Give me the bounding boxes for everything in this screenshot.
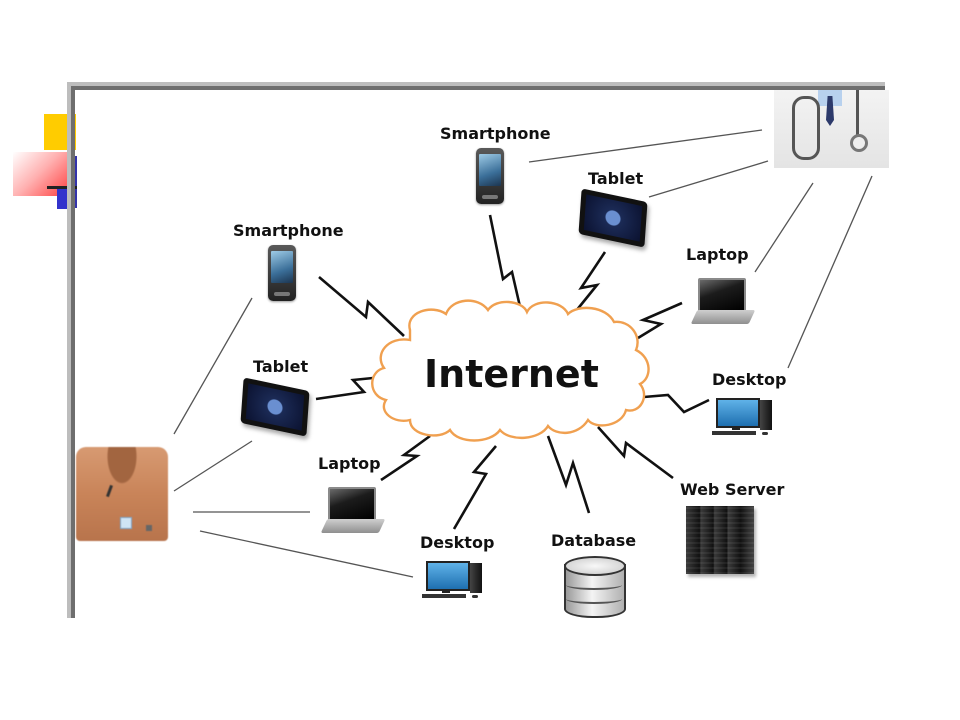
ecg-sensor-device	[120, 517, 132, 529]
wireless-laptop-right	[637, 301, 683, 340]
laptop-icon	[690, 278, 756, 330]
laptop-icon	[320, 487, 386, 539]
patient-icon	[76, 447, 168, 541]
smartphone-icon	[268, 245, 296, 301]
ecg-lead	[106, 484, 113, 498]
slide-deco-line	[47, 186, 77, 189]
wireless-tablet-left	[315, 376, 374, 401]
link-patient-smartphone	[173, 297, 253, 435]
stethoscope-icon	[792, 96, 820, 160]
wireless-webserver	[597, 426, 674, 480]
node-label-desktop-right: Desktop	[712, 370, 787, 389]
wireless-laptop-left	[380, 434, 431, 482]
link-patient-desktop	[199, 530, 414, 578]
node-label-desktop-bottom: Desktop	[420, 533, 495, 552]
smartphone-icon	[476, 148, 504, 204]
node-label-smartphone-top: Smartphone	[440, 124, 551, 143]
wireless-desktop-bottom	[452, 445, 497, 530]
node-label-laptop-left: Laptop	[318, 454, 381, 473]
wireless-smartphone-top	[488, 214, 523, 312]
frame-left-dark	[71, 86, 75, 618]
wireless-database	[546, 435, 591, 514]
node-label-tablet-top: Tablet	[588, 169, 644, 188]
server-icon	[686, 506, 754, 574]
wireless-smartphone-left	[318, 276, 405, 337]
frame-left-light	[67, 82, 71, 618]
stethoscope-chestpiece	[850, 134, 868, 152]
link-doctor-desktop	[787, 175, 873, 369]
doctor-icon	[774, 90, 889, 168]
link-patient-tablet	[173, 440, 253, 492]
node-label-smartphone-left: Smartphone	[233, 221, 344, 240]
node-label-web-server: Web Server	[680, 480, 785, 499]
wireless-desktop-right	[631, 393, 710, 414]
internet-label: Internet	[424, 352, 599, 396]
database-icon	[564, 556, 626, 622]
link-doctor-smartphone	[528, 129, 763, 163]
doctor-tie	[826, 96, 834, 126]
node-label-database: Database	[551, 531, 637, 550]
ecg-electrode	[146, 525, 152, 531]
node-label-tablet-left: Tablet	[253, 357, 309, 376]
stethoscope-tube	[856, 90, 859, 136]
frame-top-dark	[70, 86, 885, 90]
node-label-laptop-right: Laptop	[686, 245, 749, 264]
internet-cloud	[371, 299, 650, 442]
frame-top-light	[67, 82, 885, 86]
desktop-icon	[712, 398, 778, 438]
wireless-tablet-top	[574, 251, 607, 312]
desktop-icon	[422, 561, 488, 601]
link-doctor-tablet	[648, 160, 769, 198]
link-doctor-laptop	[754, 182, 814, 273]
